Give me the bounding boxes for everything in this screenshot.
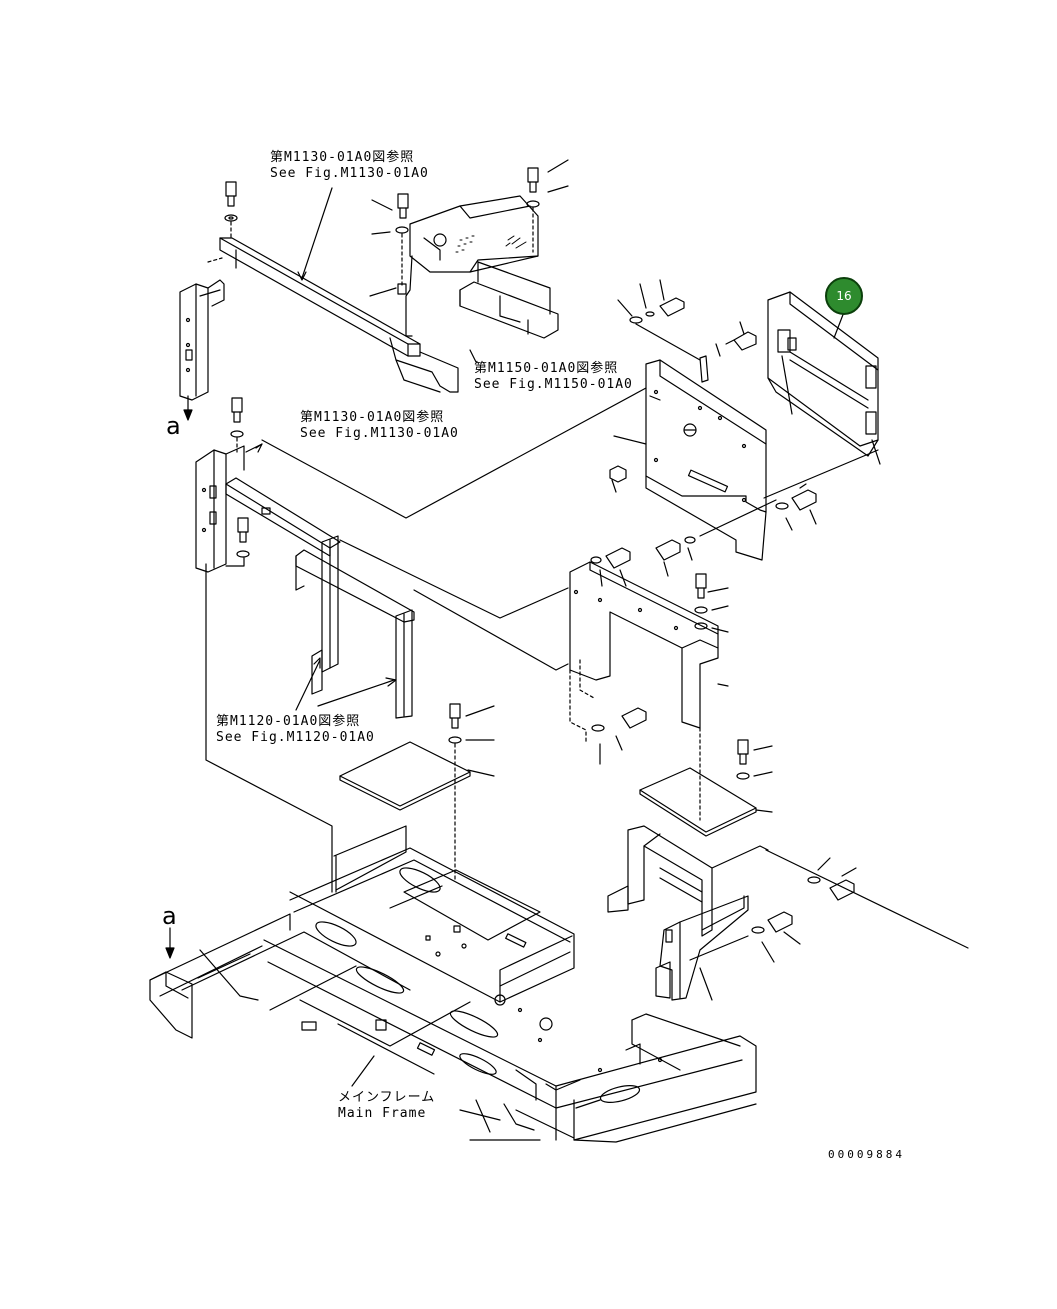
right-support-stand (607, 825, 969, 1001)
middle-side-panel (609, 279, 879, 577)
ref-m1150-jp: 第M1150-01A0図参照 (474, 361, 619, 376)
ref-m1120-jp: 第M1120-01A0図参照 (216, 714, 361, 729)
arrow-letter-a-top: a (166, 412, 181, 440)
right-floor-plate (639, 739, 773, 837)
main-frame-jp: メインフレーム (338, 1090, 436, 1105)
arrow-letter-a-bottom: a (162, 902, 177, 930)
upper-support-bracket (459, 261, 559, 363)
ref-m1130-mid-label: 第M1130-01A0図参照 See Fig.M1130-01A0 (300, 410, 459, 442)
ref-m1130-top-jp: 第M1130-01A0図参照 (270, 150, 415, 165)
left-floor-plate (339, 703, 495, 881)
part-callout-16[interactable]: 16 (825, 277, 863, 315)
ref-m1120-en: See Fig.M1120-01A0 (216, 730, 375, 745)
ref-m1130-mid-jp: 第M1130-01A0図参照 (300, 410, 445, 425)
main-frame-label: メインフレーム Main Frame (338, 1090, 435, 1122)
ref-m1120-label: 第M1120-01A0図参照 See Fig.M1120-01A0 (216, 714, 375, 746)
center-l-shaped-cover (569, 547, 729, 821)
right-access-panel (767, 291, 881, 465)
ref-m1130-mid-en: See Fig.M1130-01A0 (300, 426, 459, 441)
ref-m1130-top-en: See Fig.M1130-01A0 (270, 166, 429, 181)
document-number: 00009884 (828, 1148, 905, 1161)
ref-m1150-en: See Fig.M1150-01A0 (474, 377, 633, 392)
upper-perforated-cover (369, 159, 569, 337)
ref-m1130-top-label: 第M1130-01A0図参照 See Fig.M1130-01A0 (270, 150, 429, 182)
middle-left-frame-assembly (195, 387, 647, 893)
ref-m1150-label: 第M1150-01A0図参照 See Fig.M1150-01A0 (474, 361, 633, 393)
main-frame-structure (149, 825, 757, 1143)
main-frame-en: Main Frame (338, 1106, 427, 1121)
upper-left-rail-assembly (179, 181, 459, 421)
